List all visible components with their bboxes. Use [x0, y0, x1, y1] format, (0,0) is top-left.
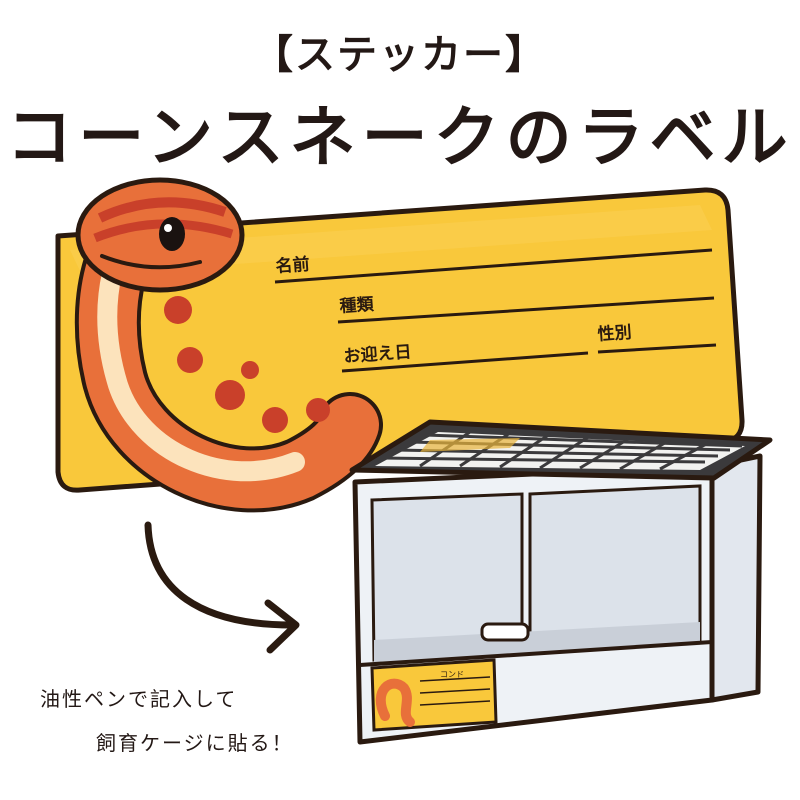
caption-line-1: 油性ペンで記入して [40, 687, 238, 711]
subtitle: 【ステッカー】 [253, 32, 547, 78]
arrow-right-icon [144, 521, 300, 654]
field-sex-label: 性別 [597, 322, 632, 345]
field-species-label: 種類 [339, 294, 375, 317]
field-name-label: 名前 [275, 254, 310, 277]
mini-label-name-value: コンド [440, 670, 464, 679]
field-adoption-date-label: お迎え日 [343, 341, 412, 367]
mini-sticker-label: コンド [370, 658, 498, 732]
caption-line-2: 飼育ケージに貼る！ [96, 731, 294, 755]
corn-snake-illustration [74, 177, 383, 513]
page-title: コーンスネークのラベル [6, 99, 794, 176]
cage-illustration: コンド [349, 419, 773, 745]
